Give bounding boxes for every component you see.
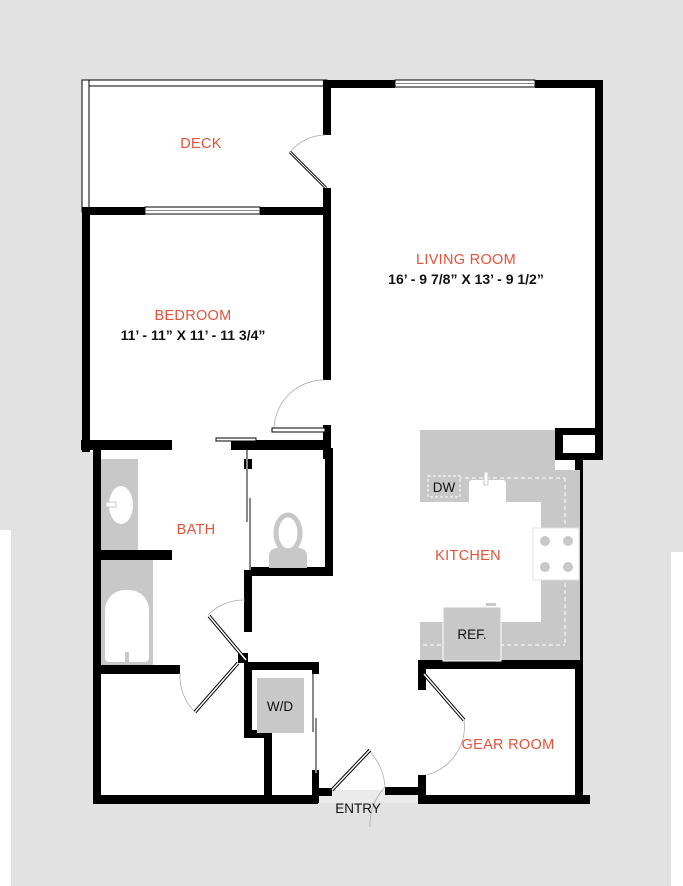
door-bath <box>207 599 248 662</box>
room-label-kitchen: KITCHEN <box>435 548 501 564</box>
toilet-icon <box>269 512 307 568</box>
vanity <box>101 459 138 550</box>
room-label-gear-room: GEAR ROOM <box>462 737 555 753</box>
background-notch-left <box>0 530 11 886</box>
room-label-bath: BATH <box>177 522 216 538</box>
refrigerator: REF. <box>442 603 502 662</box>
dishwasher-label: DW <box>433 480 456 495</box>
door-deck <box>288 134 328 190</box>
refrigerator-label: REF. <box>457 627 486 642</box>
room-dimensions-living-room: 16’ - 9 7/8” X 13’ - 9 1/2” <box>388 271 544 287</box>
room-label-bedroom: BEDROOM <box>154 308 231 324</box>
door-bedroom <box>271 379 326 433</box>
range-icon <box>532 527 580 581</box>
door-bath-pocket <box>215 437 257 570</box>
bathtub-icon <box>101 560 153 665</box>
door-closet <box>179 661 240 714</box>
window-bedroom <box>144 206 261 215</box>
washer-dryer-label: W/D <box>267 699 293 714</box>
room-label-deck: DECK <box>180 136 222 152</box>
washer-dryer: W/D <box>257 678 304 733</box>
dishwasher: DW <box>427 475 461 498</box>
floor <box>82 80 603 803</box>
sink-icon <box>109 486 133 524</box>
door-laundry-sliding <box>312 674 317 773</box>
room-dimensions-bedroom: 11’ - 11” X 11’ - 11 3/4” <box>121 327 266 343</box>
room-label-living-room: LIVING ROOM <box>416 252 516 268</box>
kitchen-sink-icon <box>469 471 506 517</box>
door-gear-room <box>422 672 466 776</box>
background-notch-right <box>671 552 683 886</box>
entry-label: ENTRY <box>335 801 381 816</box>
window-living-room <box>394 79 536 88</box>
door-entry <box>330 748 386 828</box>
